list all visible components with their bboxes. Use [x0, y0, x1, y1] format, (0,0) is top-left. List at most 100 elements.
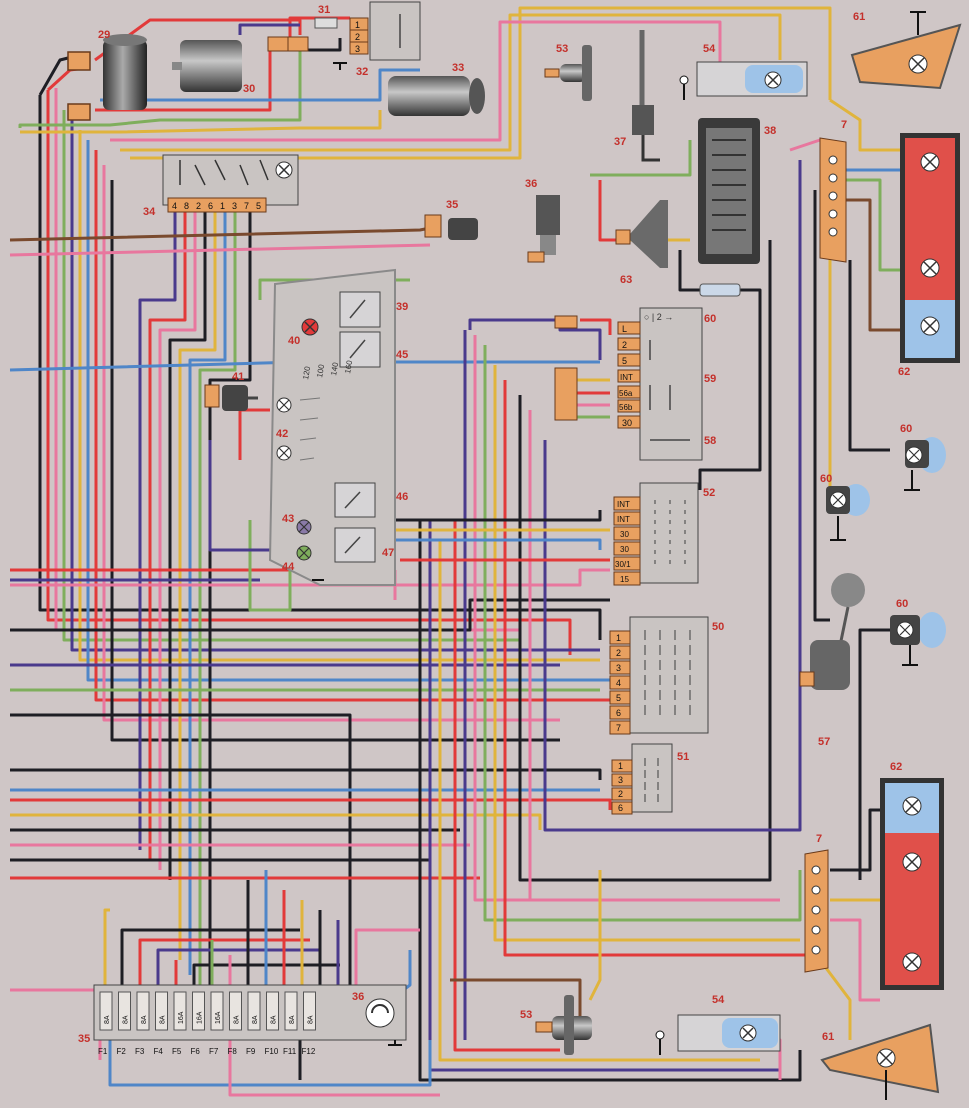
wire: [9, 243, 431, 257]
wire: [10, 568, 610, 587]
component-61-top: 61: [850, 11, 962, 90]
label-54: 54: [712, 994, 725, 1006]
component-53-top: 53: [544, 43, 592, 101]
fuse-f4: 8A F4: [154, 991, 168, 1056]
pin-label: 56b: [619, 403, 633, 412]
fuse-rating: 8A: [308, 1015, 315, 1024]
wire: [858, 628, 890, 880]
label-36: 36: [352, 991, 364, 1003]
fuse-id: F8: [228, 1047, 238, 1056]
wire: [10, 813, 542, 830]
label-61: 61: [822, 1031, 834, 1043]
fuse-id: F11: [283, 1047, 297, 1056]
wire: [848, 260, 890, 452]
fuse-rating: 16A: [197, 1011, 204, 1024]
fuse-body: [136, 991, 150, 1031]
wire: [468, 318, 602, 360]
pin-label: INT: [620, 373, 633, 382]
component-39: 35: [424, 199, 478, 240]
wire: [580, 318, 612, 335]
wire: [238, 408, 270, 460]
fuse-rating: 16A: [215, 1011, 222, 1024]
label-63: 63: [620, 274, 632, 286]
wire: [188, 210, 227, 975]
wire: [10, 768, 602, 780]
wire: [208, 440, 290, 552]
fuse-body: [118, 991, 131, 1031]
pin-label: 2: [618, 789, 623, 799]
pin-label: INT: [617, 500, 630, 509]
wire: [590, 140, 692, 177]
component-57-56-55: ○ | 2 → L 2 5 INT 56a 56b 30 60 59 58: [554, 307, 716, 461]
pin-label: 15: [620, 575, 629, 584]
label-53: 53: [556, 43, 568, 55]
wire: [208, 210, 252, 990]
component-31: 31: [314, 4, 338, 29]
component-29: 29: [67, 29, 147, 121]
label-42: 40: [288, 335, 300, 347]
pin-label: 5: [616, 693, 621, 703]
wire: [380, 538, 602, 550]
component-35-fusebox: 35 60 8AF18AF28AF38AF416AF516AF616AF78AF…: [93, 984, 407, 1056]
pin-label: 6: [208, 201, 213, 211]
pin-label: 2: [616, 648, 621, 658]
label-62: 62: [898, 366, 910, 378]
wire: [138, 938, 310, 985]
pin-label: 8: [184, 201, 189, 211]
fuse-body: [155, 991, 168, 1031]
label-31: 31: [318, 4, 330, 16]
fuse-rating: 8A: [141, 1015, 148, 1024]
label-35: 35: [78, 1033, 90, 1045]
component-53-bottom: 53: [520, 995, 592, 1055]
fuse-body: [284, 991, 298, 1031]
wire: [453, 520, 560, 1052]
wire: [148, 210, 187, 860]
fuse-body: [99, 991, 113, 1031]
component-59: 60: [820, 473, 870, 541]
pin-label: 2: [622, 340, 627, 350]
fuse-body: [266, 991, 279, 1031]
wire: [228, 1040, 440, 1097]
label-30: 30: [243, 83, 255, 95]
label-33: 33: [452, 62, 464, 74]
wire: [818, 959, 852, 1040]
wire: [78, 130, 600, 662]
fuse-id: F1: [98, 1047, 108, 1056]
fuse-body: [210, 991, 224, 1031]
fuse-id: F4: [154, 1047, 164, 1056]
wire-harness: [9, 6, 900, 1097]
label-29: 29: [98, 29, 110, 41]
fuse-rating: 8A: [160, 1015, 167, 1024]
label-50: 50: [712, 621, 724, 633]
label-49: 47: [382, 547, 394, 559]
pin-label: 1: [220, 201, 225, 211]
fuse-id: F7: [209, 1047, 219, 1056]
fuse-rating: 8A: [289, 1015, 296, 1024]
label-51: 51: [677, 751, 689, 763]
wire: [158, 210, 197, 870]
label-38: 38: [764, 125, 776, 137]
label-47: 45: [396, 349, 408, 361]
label-44: 42: [276, 428, 288, 440]
wire: [380, 510, 602, 522]
fuse-f7: 16A F7: [209, 991, 224, 1056]
fuse-id: F3: [135, 1047, 145, 1056]
pin-label: 30: [622, 418, 632, 428]
component-34: 4 8 2 6 1 3 7 5 34: [143, 154, 299, 218]
pin-label: 1: [618, 761, 623, 771]
wire: [354, 928, 420, 985]
wire: [473, 335, 780, 902]
wire: [428, 520, 780, 1072]
wire: [10, 713, 352, 990]
wire: [483, 345, 802, 922]
wire: [120, 13, 782, 152]
label-57: 60: [704, 313, 716, 325]
wire: [598, 180, 620, 242]
wire: [62, 110, 520, 642]
wire: [192, 963, 340, 985]
